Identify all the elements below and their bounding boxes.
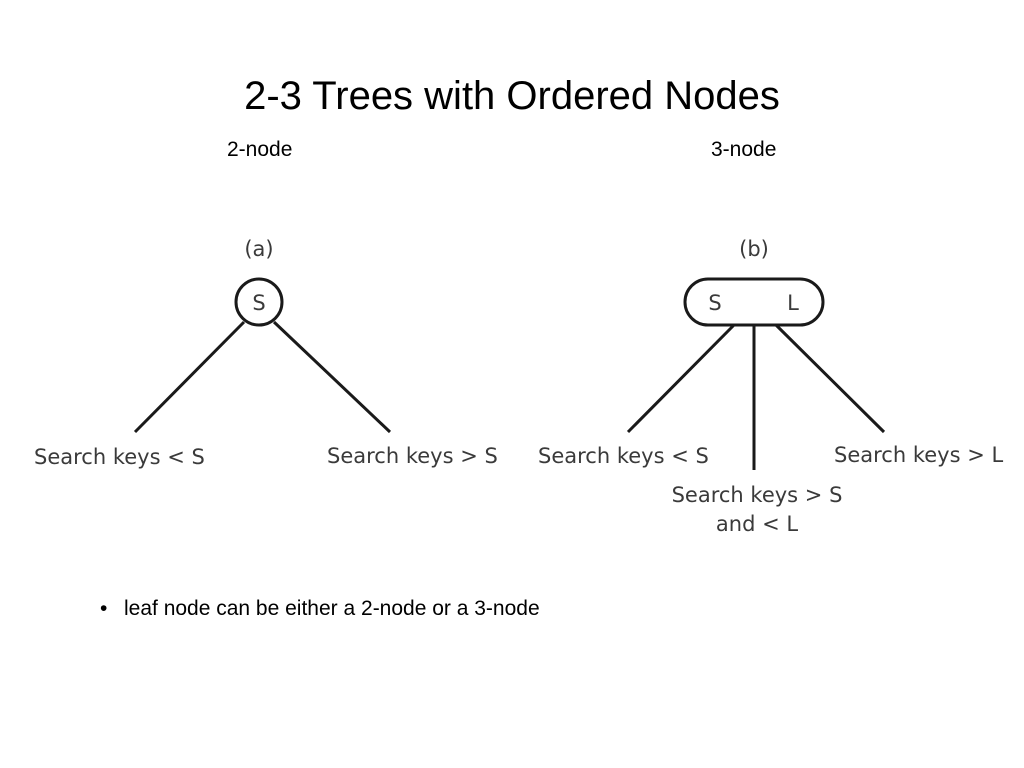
diagram-b-node xyxy=(683,277,825,327)
diagram-a-right-label: Search keys > S xyxy=(327,444,498,468)
diagram-a-2-node: (a) S Search keys < S Search keys > S xyxy=(34,237,498,469)
diagram-b-right-label: Search keys > L xyxy=(834,443,1003,467)
bullet-dot-icon: • xyxy=(100,597,108,620)
diagram-b-left-label: Search keys < S xyxy=(538,444,709,468)
diagram-a-right-edge xyxy=(272,320,392,434)
diagram-a-node-key: S xyxy=(252,291,265,315)
diagram-a-node xyxy=(234,277,284,327)
diagram-b-node-key-s: S xyxy=(708,291,721,315)
diagram-b-middle-label-line2: and < L xyxy=(716,512,798,536)
bullet-item: • leaf node can be either a 2-node or a … xyxy=(100,595,540,623)
bullet-list: • leaf node can be either a 2-node or a … xyxy=(100,595,540,623)
diagram-b-tag: (b) xyxy=(739,237,769,261)
caption-3-node: 3-node xyxy=(711,138,777,161)
bullet-text: leaf node can be either a 2-node or a 3-… xyxy=(124,597,540,620)
slide-title: 2-3 Trees with Ordered Nodes xyxy=(244,74,780,118)
diagram-b-right-edge xyxy=(774,323,886,434)
diagram-b-left-edge xyxy=(626,323,736,434)
diagram-b-3-node: (b) S L Search keys < S Search keys > L … xyxy=(538,237,1003,536)
diagram-a-left-edge xyxy=(133,320,246,434)
diagram-b-node-key-l: L xyxy=(787,291,799,315)
diagram-a-left-label: Search keys < S xyxy=(34,445,205,469)
diagram-b-middle-label-line1: Search keys > S xyxy=(672,483,843,507)
diagram-a-tag: (a) xyxy=(244,237,273,261)
caption-2-node: 2-node xyxy=(227,138,293,161)
